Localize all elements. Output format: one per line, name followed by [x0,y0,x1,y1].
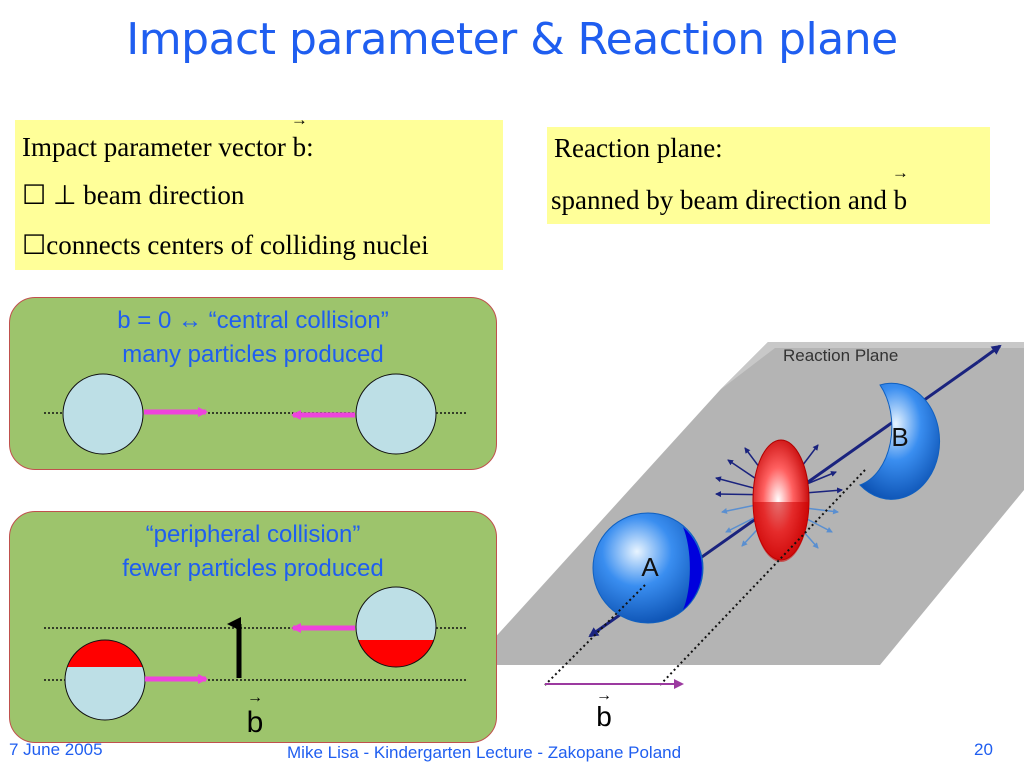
peripheral-nucleus-right [355,586,437,668]
overlap-region [715,439,843,562]
reaction-line-1: Reaction plane: [554,133,723,163]
central-collision-panel: b = 0 ↔ “central collision” many particl… [9,297,497,470]
reaction-plane-label: Reaction Plane [783,346,898,365]
impact-vector-b: b [293,132,307,163]
reaction-line-2: spanned by beam direction and b [551,185,907,216]
central-nucleus-left [62,373,144,455]
diagram-vector-label: b [596,701,612,732]
footer-page-number: 20 [974,740,993,759]
impact-parameter-box: Impact parameter vector b: ☐ ⊥ beam dire… [15,120,503,270]
peripheral-nucleus-left [64,639,146,721]
nucleus-a: A [592,512,704,624]
footer-center: Mike Lisa - Kindergarten Lecture - Zakop… [287,743,682,762]
reaction-vector-b: b [894,185,908,216]
footer-date: 7 June 2005 [9,740,103,759]
nucleus-b-label: B [891,422,908,452]
reaction-plane-box: Reaction plane: spanned by beam directio… [547,127,990,224]
impact-line-3: ☐connects centers of colliding nuclei [22,230,429,260]
slide-title: Impact parameter & Reaction plane [126,14,898,65]
dotted-line-a [544,584,646,686]
diagram-vector-arrowhead: → [596,687,612,704]
peripheral-line-2: fewer particles produced [122,555,384,582]
nucleus-a-label: A [641,552,659,582]
impact-line-1: Impact parameter vector b: [22,132,314,163]
central-nucleus-right [355,373,437,455]
reaction-plane-surface [470,342,1024,665]
peripheral-vector-label: b [247,706,264,739]
peripheral-line-1: “peripheral collision” [145,521,361,548]
peripheral-collision-panel: “peripheral collision” fewer particles p… [9,511,497,743]
peripheral-vector-arrowhead: → [247,689,263,706]
central-line-1: b = 0 ↔ “central collision” [117,307,389,334]
impact-line-2: ☐ ⊥ beam direction [22,180,245,210]
nucleus-b: B [859,382,941,500]
central-line-2: many particles produced [122,341,384,368]
